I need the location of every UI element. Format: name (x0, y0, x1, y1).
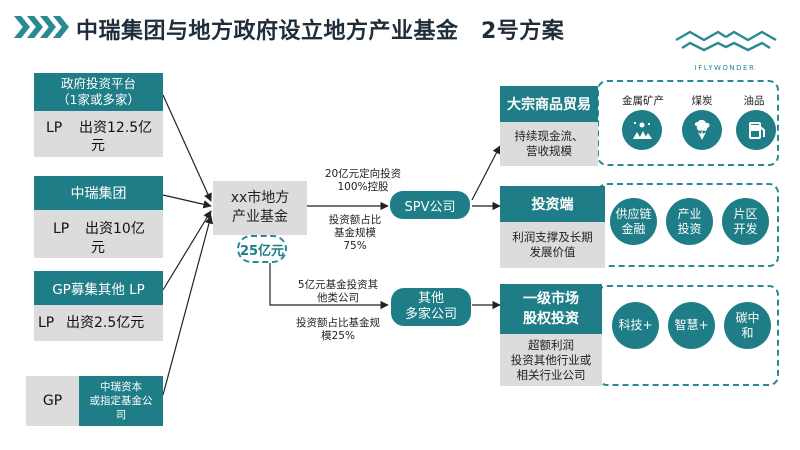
other-companies-line1: 其他 (417, 291, 444, 306)
coal-icon (682, 110, 722, 150)
circle-line1: 智慧+ (674, 318, 709, 332)
spv-share-note: 投资额占比 基金规模 75% (313, 214, 397, 253)
equity-title: 一级市场 股权投资 (500, 284, 602, 334)
commodity-icons-panel (597, 80, 779, 166)
equity-desc-line3: 相关行业公司 (516, 367, 586, 382)
share-note-line3: 75% (343, 240, 367, 252)
gp-desc-line1: 中瑞资本 (100, 381, 142, 393)
oil-icon (736, 110, 776, 150)
supply-chain-finance-circle: 供应链金融 (610, 198, 657, 245)
equity-desc-box: 超额利润 投资其他行业或 相关行业公司 (500, 334, 602, 386)
gov-platform-subtitle: （1家或多家） (57, 92, 140, 107)
carbon-neutral-circle: 碳中和 (724, 302, 771, 349)
investment-desc-line1: 利润支撑及长期 (512, 230, 593, 244)
zhongrui-lp-label: LP (53, 221, 70, 237)
tech-plus-circle: 科技+ (612, 302, 659, 349)
logo-text: IFLYWONDER (694, 64, 756, 72)
local-fund-line1: xx市地方 (230, 190, 290, 206)
circle-line1: 供应链 (615, 206, 652, 221)
gov-platform-title: 政府投资平台 (60, 76, 136, 91)
industry-investment-circle: 产业投资 (666, 198, 713, 245)
spv-investment-note: 20亿元定向投资 100%控股 (313, 168, 413, 194)
oil-label: 油品 (743, 95, 765, 107)
area-development-circle: 片区开发 (722, 198, 769, 245)
gp-raise-contribution-box (34, 305, 163, 341)
metal-ore-label: 金属矿产 (622, 95, 664, 107)
other-note-line2: 他类公司 (317, 292, 359, 304)
gp-desc-line2: 或指定基金公 (89, 395, 153, 407)
other-companies-line2: 多家公司 (404, 307, 457, 322)
gov-platform-box: 政府投资平台 （1家或多家） (34, 73, 163, 111)
zhongrui-title: 中瑞集团 (70, 186, 127, 202)
investment-desc-box: 利润支撑及长期 发展价值 (500, 222, 605, 268)
circle-line2: 和 (741, 325, 754, 340)
circle-line1: 科技+ (618, 318, 653, 332)
gp-raise-box: GP募集其他 LP (34, 271, 163, 305)
equity-title-line2: 股权投资 (523, 311, 579, 327)
circle-line1: 碳中 (735, 310, 760, 325)
local-fund-box: xx市地方 产业基金 (213, 181, 307, 235)
other-companies-box: 其他 多家公司 (391, 288, 471, 326)
circle-line1: 产业 (677, 206, 702, 221)
circle-line2: 投资 (677, 221, 702, 236)
gov-lp-label: LP (46, 120, 63, 136)
zhongrui-box: 中瑞集团 (34, 176, 163, 210)
spv-note-line2: 100%控股 (337, 181, 389, 193)
smart-plus-circle: 智慧+ (668, 302, 715, 349)
investment-title: 投资端 (500, 186, 605, 222)
circle-line1: 片区 (733, 206, 758, 221)
equity-title-line1: 一级市场 (523, 291, 579, 307)
coal-label: 煤炭 (691, 95, 713, 107)
iflywonder-logo (675, 30, 777, 52)
local-fund-line2: 产业基金 (231, 209, 288, 225)
zhongrui-contribution-box (34, 210, 163, 258)
gp-raise-title: GP募集其他 LP (52, 282, 145, 298)
other-share-note: 投资额占比基金规 模25% (282, 317, 394, 343)
gp-label-box: GP (26, 376, 79, 426)
gp-label: GP (42, 393, 63, 409)
page-title: 中瑞集团与地方政府设立地方产业基金 2号方案 (76, 19, 565, 44)
circle-line2: 金融 (621, 221, 646, 236)
fund-size-badge: 25亿元 (237, 235, 287, 263)
gov-amount-line1: 出资12.5亿 (79, 120, 153, 136)
gov-contribution-box (34, 111, 163, 157)
commodity-trade-title: 大宗商品贸易 (500, 86, 598, 122)
other-share-line2: 模25% (321, 330, 355, 342)
gp-raise-amount: 出资2.5亿元 (66, 315, 145, 331)
investment-desc-line2: 发展价值 (529, 245, 576, 259)
gp-desc-box: 中瑞资本 或指定基金公 司 (79, 376, 163, 426)
circle-line2: 开发 (733, 221, 758, 236)
other-investment-note: 5亿元基金投资其 他类公司 (290, 279, 386, 305)
commodity-desc-line2: 营收规模 (526, 144, 572, 158)
commodity-desc-line1: 持续现金流、 (514, 129, 584, 143)
share-note-line2: 基金规模 (334, 227, 376, 239)
gov-amount-line2: 元 (91, 138, 105, 154)
other-note-line1: 5亿元基金投资其 (297, 279, 379, 291)
other-share-line1: 投资额占比基金规 (296, 317, 380, 329)
share-note-line1: 投资额占比 (328, 214, 382, 226)
zhongrui-amount-line1: 出资10亿 (85, 221, 145, 237)
metal-ore-icon (622, 110, 662, 150)
equity-desc-line2: 投资其他行业或 (510, 352, 592, 367)
gp-raise-lp-label: LP (38, 315, 55, 331)
commodity-desc-box: 持续现金流、 营收规模 (500, 122, 598, 166)
gp-desc-line3: 司 (115, 409, 127, 421)
zhongrui-amount-line2: 元 (91, 240, 105, 256)
spv-company-box: SPV公司 (390, 191, 470, 219)
equity-desc-line1: 超额利润 (528, 337, 574, 352)
spv-note-line1: 20亿元定向投资 (324, 168, 402, 180)
